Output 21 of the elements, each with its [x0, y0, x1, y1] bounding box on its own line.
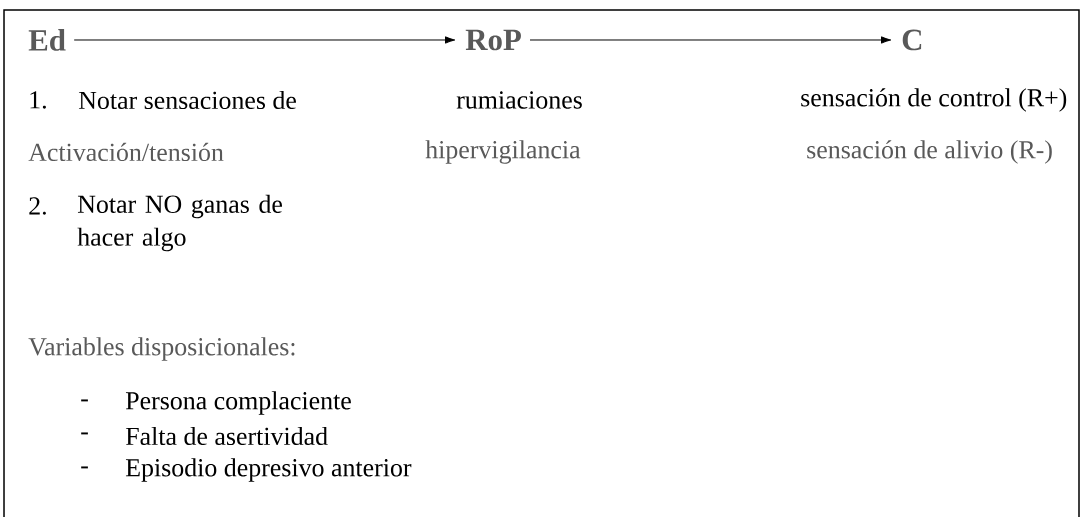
- text-label: rumiaciones: [456, 91, 582, 109]
- text-label: sensación de alivio (R-): [807, 140, 1052, 164]
- text-label: 2.: [29, 197, 46, 215]
- text-label: Activación/tensión: [28, 142, 224, 162]
- arrow: [529, 36, 892, 44]
- heading: RoP: [465, 29, 521, 51]
- text-label: hipervigilancia: [425, 140, 581, 164]
- text-label: 1.: [30, 91, 46, 109]
- bullet-dash: -: [81, 466, 88, 469]
- heading: C: [902, 29, 922, 51]
- text-label: sensación de control (R+): [801, 88, 1067, 112]
- text-label: Persona complaciente: [125, 391, 351, 415]
- arrow: [73, 36, 456, 44]
- text-label: Notar sensaciones de: [78, 90, 296, 110]
- bullet-dash: -: [81, 432, 88, 435]
- text-label: Episodio depresivo anterior: [125, 458, 412, 482]
- bullet-dash: -: [81, 399, 88, 402]
- text-label: Variables disposicionales:: [28, 337, 295, 361]
- text-label: Falta de asertividad: [125, 426, 328, 446]
- list-item: Notar NO ganas de hacer algo: [77, 194, 282, 252]
- heading: Ed: [28, 29, 66, 51]
